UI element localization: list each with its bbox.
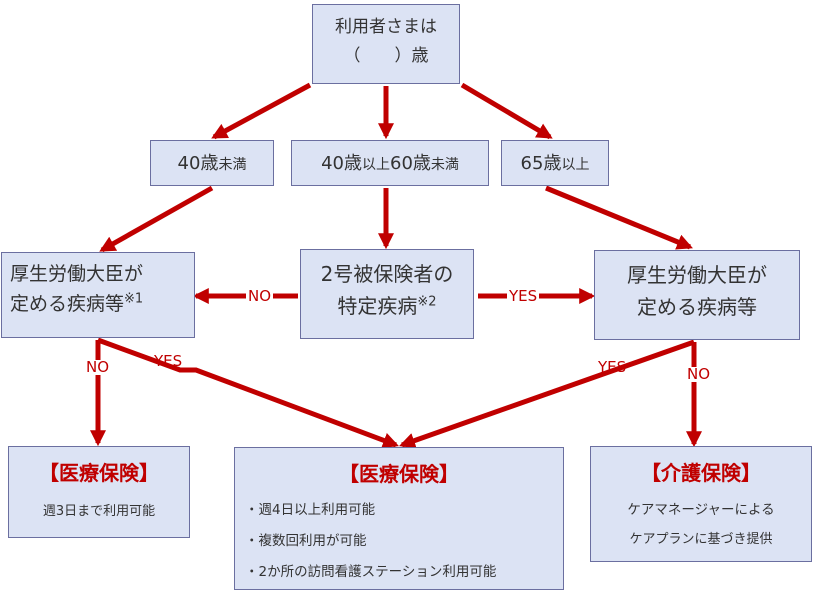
medical-insurance-left-box: 【医療保険】 週3日まで利用可能 (8, 446, 190, 538)
arrow-top-to-under40 (211, 82, 312, 140)
label-no-right-down: NO (685, 365, 713, 383)
age-mid-suffix2: 未満 (430, 157, 459, 173)
medical-insurance-item-3: ・2か所の訪問看護ステーション利用可能 (245, 564, 497, 580)
care-insurance-line1: ケアマネージャーによる (627, 502, 775, 518)
arrow-over65-to-right-disease (545, 185, 693, 250)
age-question-line2: （ ）歳 (343, 45, 429, 66)
age-question-line1: 利用者さまは (335, 17, 437, 37)
arrow-under40-to-left-disease (99, 185, 214, 253)
medical-insurance-center-title: 【医療保険】 (339, 462, 459, 486)
center-disease-line2: 特定疾病 (337, 294, 418, 318)
right-disease-box: 厚生労働大臣が 定める疾病等 (594, 250, 800, 340)
left-disease-box: 厚生労働大臣が 定める疾病等※1 (1, 252, 195, 338)
care-insurance-title: 【介護保険】 (641, 461, 761, 485)
age-over65-value: 65歳 (520, 153, 562, 174)
label-no-left: NO (246, 287, 274, 305)
age-40-to-60-box: 40歳以上60歳未満 (291, 140, 489, 186)
age-over65-box: 65歳以上 (501, 140, 609, 186)
label-yes-center: YES (154, 352, 183, 370)
arrow-top-to-over65 (460, 82, 553, 140)
left-disease-line1: 厚生労働大臣が (10, 263, 144, 285)
medical-insurance-center-box: 【医療保険】 ・週4日以上利用可能 ・複数回利用が可能 ・2か所の訪問看護ステー… (234, 447, 564, 590)
medical-insurance-item-2: ・複数回利用が可能 (245, 533, 367, 549)
right-disease-line2: 定める疾病等 (637, 295, 757, 319)
left-disease-note: ※1 (124, 292, 144, 308)
medical-insurance-left-title: 【医療保険】 (39, 461, 159, 485)
age-mid-value1: 40歳 (321, 153, 362, 174)
age-under40-suffix: 未満 (218, 157, 247, 173)
arrow-right-disease-to-center-result (398, 339, 695, 449)
right-disease-line1: 厚生労働大臣が (627, 263, 767, 287)
age-over65-suffix: 以上 (561, 157, 590, 173)
label-yes-right: YES (507, 287, 540, 305)
age-question-box: 利用者さまは （ ）歳 (312, 4, 460, 84)
age-mid-suffix1: 以上 (362, 157, 390, 173)
center-disease-box: 2号被保険者の 特定疾病※2 (300, 249, 474, 339)
age-mid-value2: 60歳 (390, 153, 431, 174)
label-no-down: NO (84, 358, 112, 376)
label-yes-from-right: YES (598, 358, 627, 376)
medical-insurance-item-1: ・週4日以上利用可能 (245, 502, 376, 518)
age-under40-box: 40歳未満 (150, 140, 274, 186)
medical-insurance-left-body: 週3日まで利用可能 (42, 504, 156, 519)
center-disease-note: ※2 (417, 294, 437, 310)
age-under40-value: 40歳 (177, 153, 219, 174)
care-insurance-box: 【介護保険】 ケアマネージャーによる ケアプランに基づき提供 (590, 446, 812, 562)
center-disease-line1: 2号被保険者の (320, 262, 454, 286)
arrow-left-disease-to-center-result (97, 337, 399, 448)
care-insurance-line2: ケアプランに基づき提供 (629, 532, 773, 547)
left-disease-line2: 定める疾病等 (10, 293, 125, 316)
